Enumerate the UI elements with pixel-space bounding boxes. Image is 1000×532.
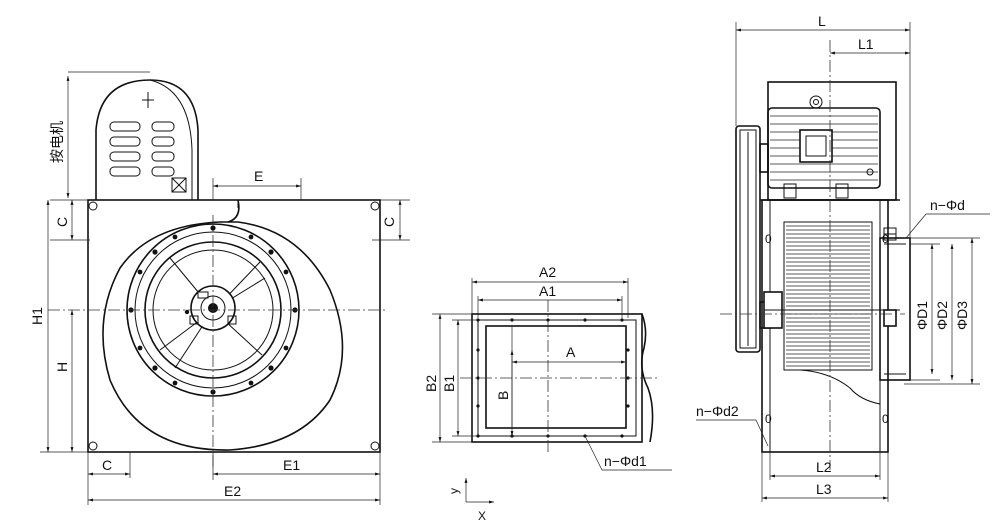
dim-A: A xyxy=(566,344,576,360)
dim-L2: L2 xyxy=(816,459,832,475)
flange-holes xyxy=(476,318,630,438)
belt-pulley xyxy=(735,125,761,353)
lifting-eye xyxy=(809,95,823,109)
terminal-box xyxy=(799,129,833,163)
dim-D1: ΦD1 xyxy=(914,301,930,330)
dim-L1: L1 xyxy=(858,36,874,52)
vent-slots xyxy=(109,121,175,177)
dim-holes-d1: n−Φd1 xyxy=(604,453,647,469)
dim-C-bottom: C xyxy=(102,457,112,473)
mounting-plate xyxy=(87,199,381,453)
dim-A2: A2 xyxy=(539,264,556,280)
axis-x-label: X xyxy=(478,509,486,523)
svg-text:0: 0 xyxy=(882,232,889,246)
dim-L3: L3 xyxy=(816,481,832,497)
svg-text:0: 0 xyxy=(765,412,772,426)
dim-E1: E1 xyxy=(283,457,300,473)
axis-y-label: y xyxy=(447,488,461,494)
dim-holes-d: n−Φd xyxy=(930,197,965,213)
dim-holes-d2: n−Φd2 xyxy=(696,403,739,419)
flange-opening xyxy=(485,325,627,429)
dim-D2: ΦD2 xyxy=(934,301,950,330)
impeller xyxy=(783,221,873,371)
svg-text:0: 0 xyxy=(882,412,889,426)
dim-B1: B1 xyxy=(441,375,457,392)
scroll-casing xyxy=(102,221,344,451)
dim-C-top-right: C xyxy=(381,217,397,227)
side-view: 0 0 0 0 L L1 n−Φd xyxy=(696,13,990,502)
dim-H1: H1 xyxy=(29,307,45,325)
dim-B2: B2 xyxy=(423,375,439,392)
dim-C-top-left: C xyxy=(54,217,70,227)
dim-D3: ΦD3 xyxy=(954,301,970,330)
inlet-cone xyxy=(879,237,911,381)
outlet-flange-view: A2 A1 A B2 B1 B n−Φd1 y X xyxy=(423,264,672,523)
dim-H: H xyxy=(54,362,70,372)
dim-E2: E2 xyxy=(224,483,241,499)
dim-E: E xyxy=(254,168,263,184)
front-view: 按电机 E C C H1 H C E1 E2 xyxy=(29,71,410,505)
dim-L: L xyxy=(818,13,826,29)
svg-text:0: 0 xyxy=(765,232,772,246)
impeller-blades xyxy=(786,225,870,367)
dim-A1: A1 xyxy=(539,283,556,299)
motor-note-label: 按电机 xyxy=(49,121,65,163)
dim-B: B xyxy=(495,391,511,400)
